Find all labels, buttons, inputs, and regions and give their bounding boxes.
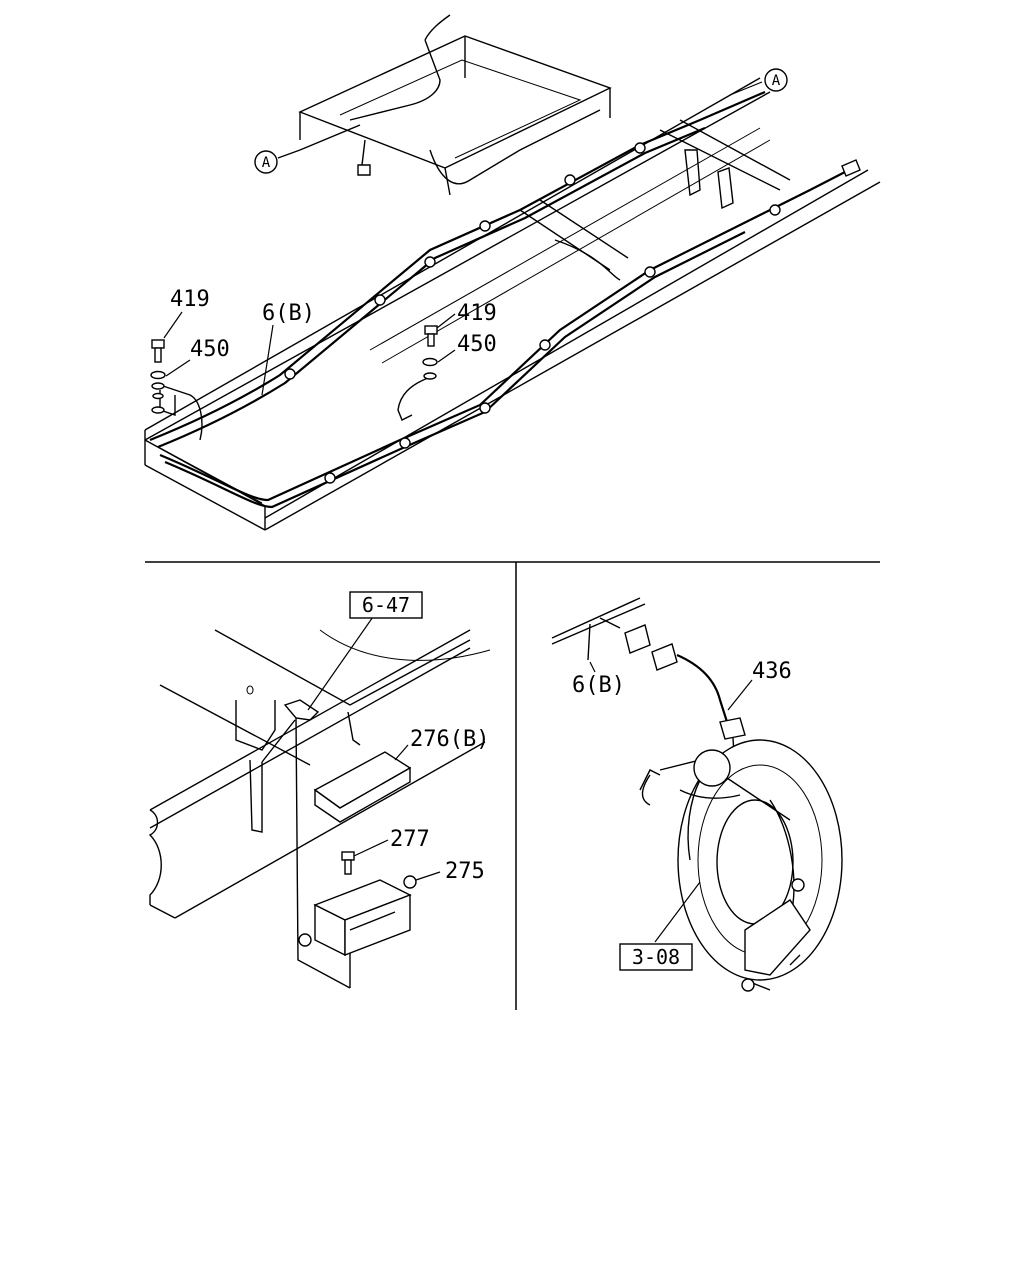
ref-box-3-08: 3-08 bbox=[619, 943, 693, 971]
svg-text:3-08: 3-08 bbox=[632, 945, 680, 969]
frame-section bbox=[148, 629, 491, 919]
label-harness-6b-bottom: 6(B) bbox=[572, 673, 625, 698]
label-washer-450-right: 450 bbox=[457, 332, 497, 357]
label-washer-450-left: 450 bbox=[190, 337, 230, 362]
brake-drum bbox=[639, 739, 843, 992]
label-harness-6b-top: 6(B) bbox=[262, 301, 315, 326]
label-bolt-419-right: 419 bbox=[457, 301, 497, 326]
reference-marker-a-right: A bbox=[764, 68, 788, 92]
bottom-right-view: 3-08 6(B) 436 bbox=[551, 597, 843, 992]
svg-text:A: A bbox=[772, 73, 781, 89]
connector-block bbox=[298, 875, 417, 957]
reference-marker-a-left: A bbox=[254, 150, 278, 174]
harness-end bbox=[551, 597, 678, 671]
svg-text:A: A bbox=[262, 155, 271, 171]
ref-box-6-47: 6-47 bbox=[349, 591, 423, 619]
ground-bracket-right bbox=[397, 377, 429, 421]
harness-clips bbox=[284, 142, 781, 484]
label-bolt-277: 277 bbox=[390, 827, 430, 852]
bolt-icon bbox=[341, 851, 355, 875]
mounting-bracket bbox=[235, 685, 351, 989]
label-connector-275: 275 bbox=[445, 859, 485, 884]
label-cover-276b: 276(B) bbox=[410, 727, 489, 752]
top-chassis-view: A A 419 450 6(B) 419 450 bbox=[144, 14, 881, 531]
frame-rails bbox=[144, 77, 881, 531]
bolt-icon bbox=[150, 339, 166, 414]
connector-cover bbox=[313, 711, 412, 823]
bolt-icon bbox=[422, 325, 438, 380]
svg-text:6-47: 6-47 bbox=[362, 593, 410, 617]
harness-right-run bbox=[159, 159, 861, 509]
bottom-left-view: 6-47 276(B) 277 275 bbox=[148, 591, 491, 989]
ground-bracket-left bbox=[159, 384, 203, 441]
harness-left-run bbox=[149, 14, 766, 449]
label-bolt-419-left: 419 bbox=[170, 287, 210, 312]
label-sensor-436: 436 bbox=[752, 659, 792, 684]
fuel-tank bbox=[298, 35, 612, 196]
